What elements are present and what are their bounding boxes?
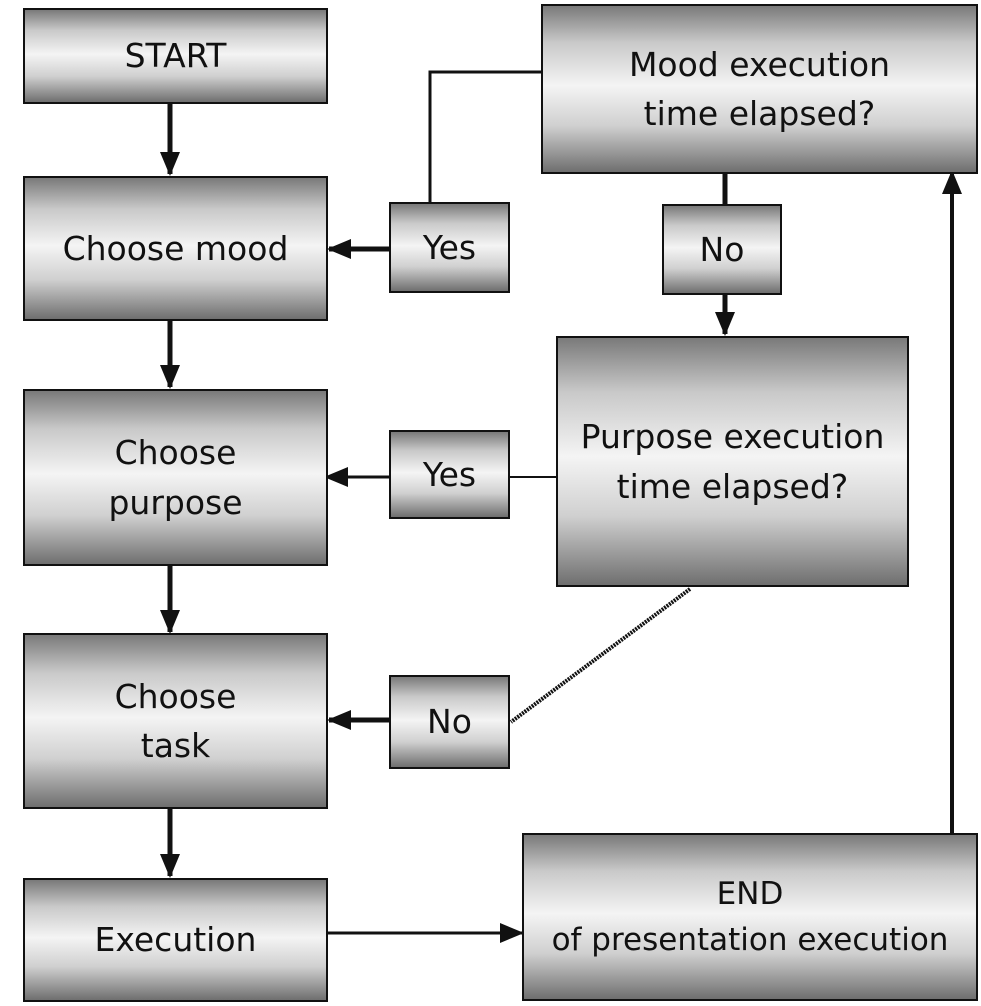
line-mood-question-to-yes — [428, 70, 541, 202]
purpose-yes-label: Yes — [389, 430, 510, 519]
mood-question-node: Mood execution time elapsed? — [541, 4, 978, 174]
mood-yes-label: Yes — [389, 202, 510, 293]
start-node: START — [23, 8, 328, 104]
purpose-question-node: Purpose execution time elapsed? — [556, 336, 909, 587]
end-node: END of presentation execution — [522, 833, 978, 1001]
choose-purpose-node: Choose purpose — [23, 389, 328, 566]
choose-mood-node: Choose mood — [23, 176, 328, 321]
line-purpose-question-to-no — [509, 587, 692, 724]
execution-node: Execution — [23, 878, 328, 1002]
purpose-no-label: No — [389, 675, 510, 769]
mood-no-label: No — [662, 204, 782, 295]
choose-task-node: Choose task — [23, 633, 328, 809]
